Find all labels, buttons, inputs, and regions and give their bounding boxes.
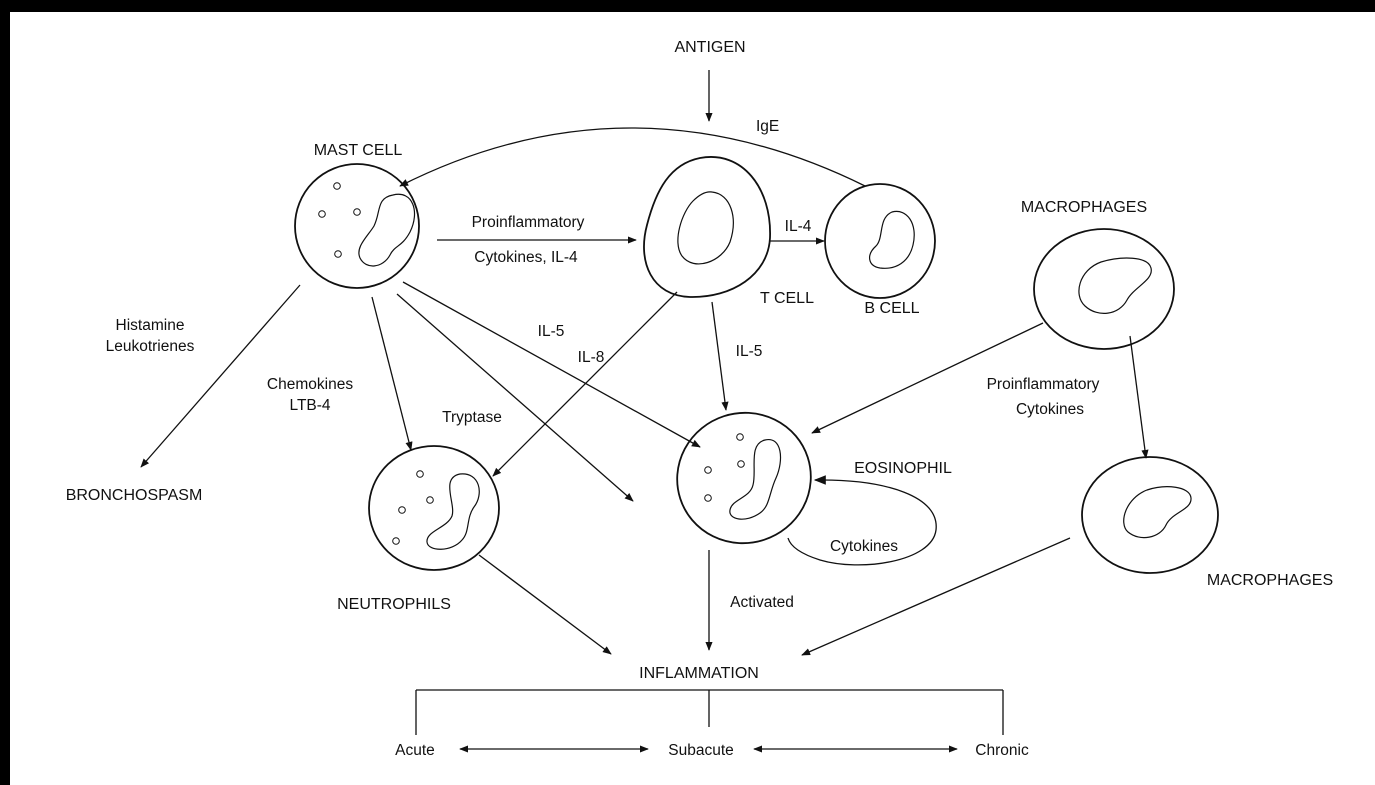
t-cell <box>644 157 770 297</box>
cytokines-macro-label: Cytokines <box>1016 401 1084 418</box>
eosinophil-label: EOSINOPHIL <box>854 460 952 477</box>
inflammation-label: INFLAMMATION <box>639 665 759 682</box>
cytokines-loop-label: Cytokines <box>830 538 898 555</box>
tryptase-label: Tryptase <box>442 409 502 426</box>
proinflammatory-label: Proinflammatory <box>472 214 585 231</box>
cytokines-il4-label: Cytokines, IL-4 <box>474 249 578 266</box>
b-cell <box>825 184 935 298</box>
il8-arrow <box>493 292 677 476</box>
macrophages-bottom-label: MACROPHAGES <box>1207 572 1333 589</box>
ige-label: IgE <box>756 118 779 135</box>
antigen-label: ANTIGEN <box>674 39 745 56</box>
arrows <box>141 70 1146 655</box>
leukotrienes-label: Leukotrienes <box>106 338 195 355</box>
proinflammatory-macro-label: Proinflammatory <box>987 376 1100 393</box>
mast-cell <box>295 164 419 288</box>
histamine-label: Histamine <box>116 317 185 334</box>
eosinophil-cell <box>660 395 828 560</box>
macrophage-top <box>1034 229 1174 349</box>
bronchospasm-label: BRONCHOSPASM <box>66 487 203 504</box>
il5-tcell-label: IL-5 <box>736 343 763 360</box>
chemokines-label: Chemokines <box>267 376 353 393</box>
chemokines-arrow <box>372 297 411 450</box>
ltb4-label: LTB-4 <box>289 397 330 414</box>
il8-label: IL-8 <box>578 349 605 366</box>
t-cell-label: T CELL <box>760 290 814 307</box>
macrophage-bottom <box>1082 457 1218 573</box>
neutrophils-label: NEUTROPHILS <box>337 596 451 613</box>
b-cell-label: B CELL <box>864 300 919 317</box>
il5-tcell-arrow <box>712 302 726 410</box>
neutrophil-inflammation-arrow <box>479 555 611 654</box>
mast-cell-label: MAST CELL <box>314 142 403 159</box>
macrophages-top-label: MACROPHAGES <box>1021 199 1147 216</box>
macrophage-inflammation-arrow <box>802 538 1070 655</box>
macrophage-activation-arrow <box>1130 336 1146 458</box>
activated-label: Activated <box>730 594 794 611</box>
il4-label: IL-4 <box>785 218 812 235</box>
subacute-label: Subacute <box>668 742 734 759</box>
neutrophil-cell <box>369 446 499 570</box>
il5-mast-label: IL-5 <box>538 323 565 340</box>
acute-label: Acute <box>395 742 435 759</box>
inflammation-bracket <box>416 690 1003 735</box>
ige-arrow <box>400 128 865 186</box>
chronic-label: Chronic <box>975 742 1029 759</box>
immune-pathway-diagram: ANTIGEN IgE MAST CELL Proinflammatory Cy… <box>10 12 1375 785</box>
diagram-panel: ANTIGEN IgE MAST CELL Proinflammatory Cy… <box>10 12 1375 785</box>
